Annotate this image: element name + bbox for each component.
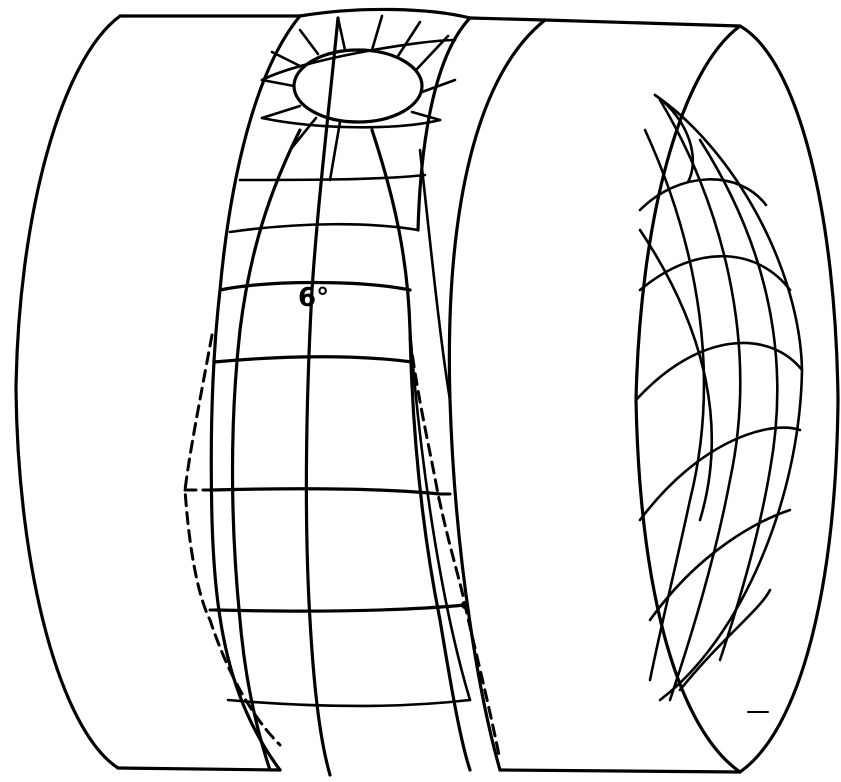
zone-boundary-dashed-latitude xyxy=(185,490,450,610)
cylinder-bottom-edge xyxy=(118,768,740,772)
back-arc xyxy=(680,590,770,690)
segment-latitude xyxy=(228,700,470,706)
cylinder-cut-edge xyxy=(449,20,545,770)
cylinder-left-end xyxy=(16,16,120,768)
pole-radial xyxy=(262,16,455,180)
back-arc xyxy=(640,256,790,290)
segment-latitude xyxy=(215,605,465,611)
globe-segment: 6° xyxy=(185,9,500,775)
segment-latitude xyxy=(230,224,418,232)
zone-width-label: 6° xyxy=(298,283,329,313)
pole-ellipse xyxy=(294,50,422,122)
back-meridian xyxy=(640,230,712,520)
segment-meridian xyxy=(420,150,450,400)
central-meridian xyxy=(306,18,338,775)
segment-latitude xyxy=(212,489,440,494)
cylinder-top-edge xyxy=(120,16,740,26)
back-arc xyxy=(640,428,800,520)
segment-latitude xyxy=(214,357,412,362)
zone-marker-dot xyxy=(461,601,469,609)
segment-meridian xyxy=(410,330,470,700)
zone-boundary-dashed-right xyxy=(410,338,500,760)
cylinder-right-end xyxy=(636,26,838,772)
segment-top xyxy=(300,9,470,18)
segment-latitude xyxy=(240,175,425,180)
